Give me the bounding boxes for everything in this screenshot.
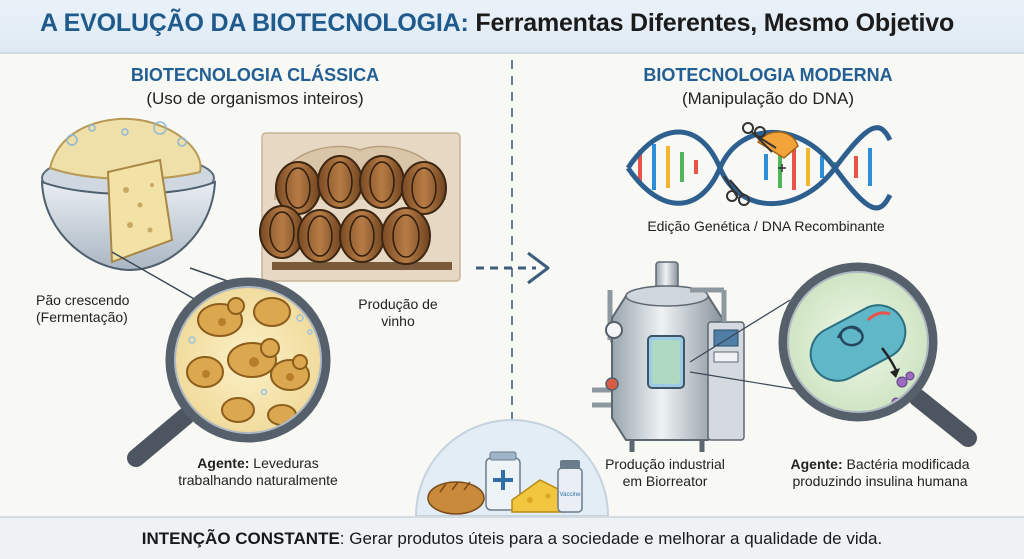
dna-label: Edição Genética / DNA Recombinante [647, 218, 885, 234]
page-title: A EVOLUÇÃO DA BIOTECNOLOGIA: Ferramentas… [40, 9, 954, 38]
title-rest: Ferramentas Diferentes, Mesmo Objetivo [468, 9, 955, 37]
evolution-arrow [476, 251, 550, 285]
bioreactor-label: Produção industrial em Biorreator [605, 456, 725, 489]
wine-cellar-illustration [259, 132, 461, 282]
modern-heading: BIOTECNOLOGIA MODERNA [643, 65, 893, 85]
wine-label: Produção de vinho [358, 296, 438, 329]
bread-label: Pão crescendo (Fermentação) [36, 292, 130, 325]
vaccine-label: Vaccine [560, 492, 582, 498]
classic-agent-label: Agente: Leveduras trabalhando naturalmen… [178, 455, 338, 488]
bread-bowl-illustration [40, 117, 217, 272]
products-illustration: Vaccine [414, 419, 610, 517]
title-bar: A EVOLUÇÃO DA BIOTECNOLOGIA: Ferramentas… [0, 0, 1024, 54]
yeast-magnifier-illustration [111, 251, 331, 467]
bacteria-magnifier-illustration [778, 262, 977, 447]
modern-agent-label: Agente: Bactéria modificada produzindo i… [790, 456, 970, 489]
modern-subheading: (Manipulação do DNA) [682, 89, 854, 108]
footer-prefix: INTENÇÃO CONSTANTE [141, 529, 340, 548]
classic-subheading: (Uso de organismos inteiros) [146, 89, 364, 108]
bioreactor-illustration [592, 261, 801, 452]
footer-banner: INTENÇÃO CONSTANTE: Gerar produtos úteis… [0, 516, 1024, 559]
footer-text: INTENÇÃO CONSTANTE: Gerar produtos úteis… [0, 529, 1024, 549]
classic-heading: BIOTECNOLOGIA CLÁSSICA [130, 65, 380, 85]
footer-body: : Gerar produtos úteis para a sociedade … [339, 529, 883, 548]
title-highlight: A EVOLUÇÃO DA BIOTECNOLOGIA: [40, 9, 469, 37]
dna-helix-illustration [625, 122, 893, 211]
